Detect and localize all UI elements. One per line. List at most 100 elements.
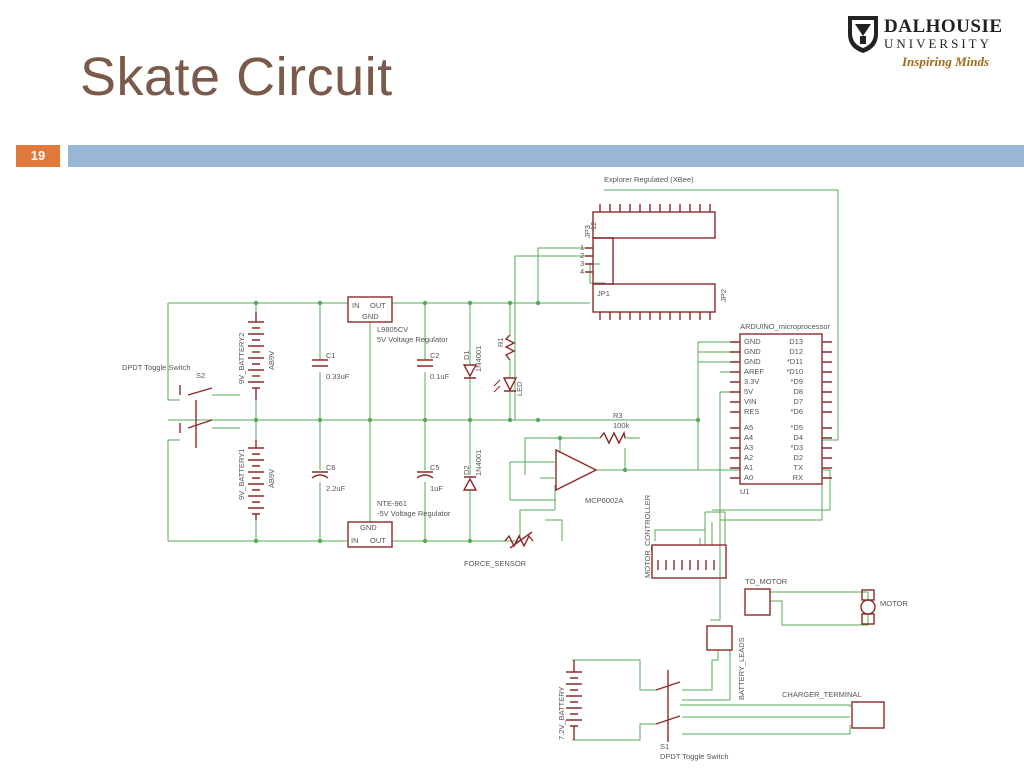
header-pin-numbers: 12 1 2 3 4 xyxy=(580,222,598,276)
arduino-pin-label: D7 xyxy=(793,397,803,406)
arduino-pin-label: A3 xyxy=(744,443,753,452)
arduino-label: ARDUINO_microprocessor xyxy=(740,322,831,331)
arduino-pin-label: A0 xyxy=(744,473,753,482)
jp1-label: JP1 xyxy=(597,289,610,298)
regulator-nte961 xyxy=(347,521,393,548)
parts xyxy=(179,204,885,742)
c5-label: C5 xyxy=(430,463,440,472)
c1-value: 0.33uF xyxy=(326,372,350,381)
c2-value: 0.1uF xyxy=(430,372,450,381)
to-motor-label: TO_MOTOR xyxy=(745,577,788,586)
arduino-pin-label: 5V xyxy=(744,387,753,396)
logo-tagline: Inspiring Minds xyxy=(902,54,990,69)
capacitor-c2 xyxy=(417,359,433,367)
d2-value: 1N4001 xyxy=(474,450,483,476)
d1-label: D1 xyxy=(462,350,471,360)
battery-9v-1-type: AB9V xyxy=(267,469,276,488)
slide-title: Skate Circuit xyxy=(80,47,393,107)
reg2-gnd: GND xyxy=(360,523,377,532)
arduino-pin-label: D4 xyxy=(793,433,803,442)
s1-description: DPDT Toggle Switch xyxy=(660,752,729,761)
reg1-gnd: GND xyxy=(362,312,379,321)
battery-7v2 xyxy=(566,671,582,727)
reg1-in: IN xyxy=(352,301,360,310)
arduino-pin-label: A1 xyxy=(744,463,753,472)
arduino-pin-label: *D9 xyxy=(790,377,803,386)
u1-label: U1 xyxy=(740,487,750,496)
opamp-label: MCP6002A xyxy=(585,496,623,505)
arduino-pin-label: GND xyxy=(744,347,761,356)
arduino-pin-label: *D11 xyxy=(787,357,803,366)
c5-value: 1uF xyxy=(430,484,443,493)
battery-9v-2-type: AB9V xyxy=(267,351,276,370)
battery-7v2-label: 7.2V_BATTERY xyxy=(557,687,566,741)
arduino-pin-label: D13 xyxy=(789,337,803,346)
jp3-label: JP3 xyxy=(583,225,592,238)
svg-text:4: 4 xyxy=(580,267,584,276)
arduino-pin-label: D2 xyxy=(793,453,803,462)
reg1-desc: 5V Voltage Regulator xyxy=(377,335,448,344)
crest-icon xyxy=(848,16,878,53)
arduino-pin-label: 3.3V xyxy=(744,377,759,386)
r1-label: R1 xyxy=(496,337,505,347)
reg2-out: OUT xyxy=(370,536,386,545)
reg2-in: IN xyxy=(351,536,359,545)
battery-leads-label: BATTERY_LEADS xyxy=(737,637,746,700)
regulator-l9805cv xyxy=(347,296,393,323)
arduino-pin-label: TX xyxy=(793,463,803,472)
arduino-pin-label: RES xyxy=(744,407,759,416)
motor-label: MOTOR xyxy=(880,599,908,608)
s2-label: S2 xyxy=(196,371,205,380)
capacitor-c1 xyxy=(312,359,328,367)
xbee-header-jp3 xyxy=(592,237,614,285)
d1-value: 1N4001 xyxy=(474,346,483,372)
arduino-pin-label: A5 xyxy=(744,423,753,432)
reg1-out: OUT xyxy=(370,301,386,310)
reg2-desc: -5V Voltage Regulator xyxy=(377,509,451,518)
arduino-pin-label: VIN xyxy=(744,397,757,406)
r3-label: R3 xyxy=(613,411,623,420)
arduino-pin-label: D12 xyxy=(789,347,803,356)
arduino-pin-label: *D3 xyxy=(790,443,803,452)
title-divider-bar xyxy=(68,145,1024,167)
arduino-pin-label: A2 xyxy=(744,453,753,462)
r3-value: 100k xyxy=(613,421,630,430)
diode-d2 xyxy=(462,476,478,491)
svg-text:3: 3 xyxy=(580,259,584,268)
junction-dots xyxy=(253,300,701,544)
switch-s1 xyxy=(655,670,681,742)
charger-terminal-connector xyxy=(851,701,885,729)
xbee-header-jp1 xyxy=(592,283,716,313)
opamp xyxy=(555,448,598,492)
c6-value: 2.2uF xyxy=(326,484,346,493)
reg2-label: NTE-961 xyxy=(377,499,407,508)
c2-label: C2 xyxy=(430,351,440,360)
force-sensor-label: FORCE_SENSOR xyxy=(464,559,527,568)
university-logo: DALHOUSIE UNIVERSITY Inspiring Minds xyxy=(846,14,1006,74)
led xyxy=(502,377,518,392)
wires xyxy=(167,189,869,741)
switch-s2 xyxy=(179,385,213,448)
charger-terminal-label: CHARGER_TERMINAL xyxy=(782,690,862,699)
s2-description: DPDT Toggle Switch xyxy=(122,363,191,372)
xbee-label: Explorer Regulated (XBee) xyxy=(604,175,694,184)
capacitor-c6 xyxy=(311,471,329,479)
arduino-pin-label: A4 xyxy=(744,433,753,442)
to-motor-connector xyxy=(744,588,771,616)
logo-name: DALHOUSIE xyxy=(884,16,1003,37)
jp2-label: JP2 xyxy=(719,289,728,302)
arduino-pin-label: D8 xyxy=(793,387,803,396)
svg-text:12: 12 xyxy=(589,222,598,230)
resistor-r3 xyxy=(599,430,626,445)
arduino-pin-label: AREF xyxy=(744,367,764,376)
resistor-r1 xyxy=(504,334,516,361)
force-sensor xyxy=(504,531,534,549)
c1-label: C1 xyxy=(326,351,336,360)
arduino-pin-label: GND xyxy=(744,357,761,366)
arduino-pin-label: *D5 xyxy=(790,423,803,432)
reg1-label: L9805CV xyxy=(377,325,408,334)
battery-9v-2 xyxy=(248,321,264,389)
